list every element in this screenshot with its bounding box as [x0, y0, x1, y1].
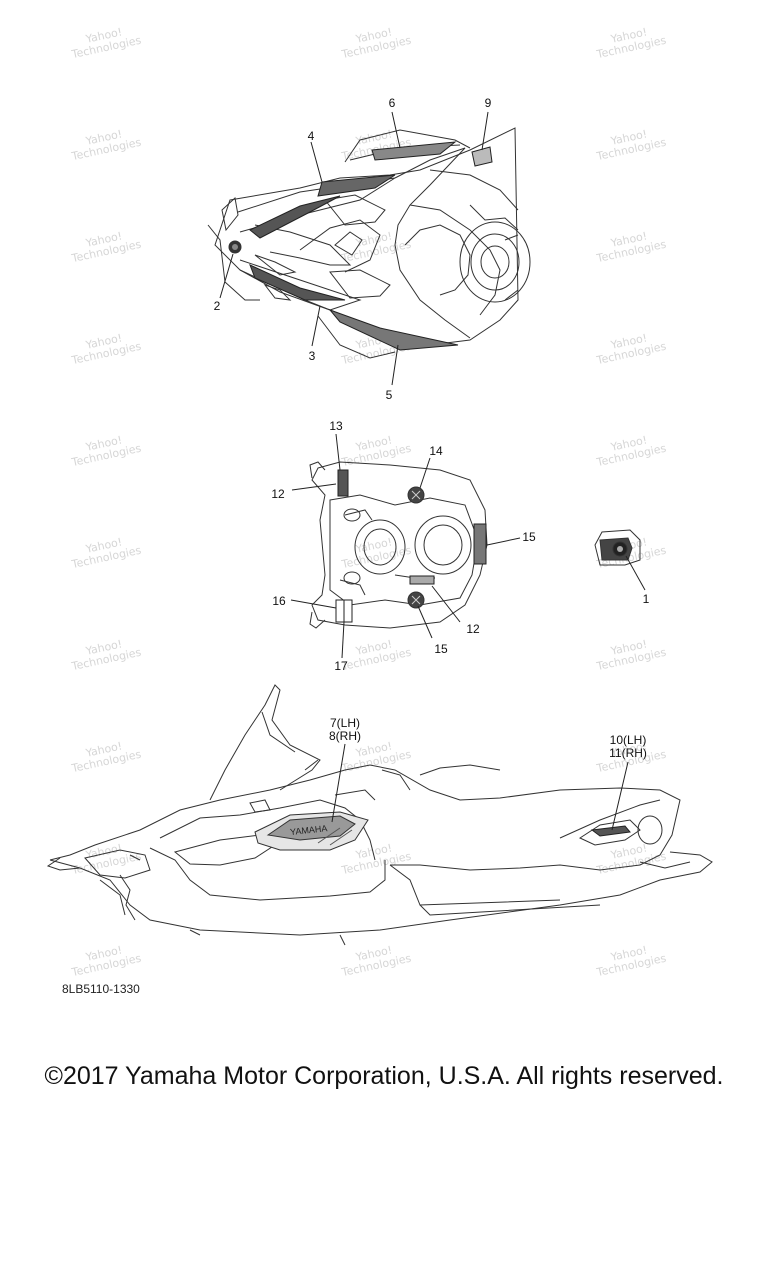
callout-10-lh: 10(LH) — [610, 733, 647, 747]
callout-16: 15 — [522, 530, 536, 544]
callout-15-top: 14 — [429, 444, 443, 458]
decal-parts-diagram: YAMAHA 6 9 4 2 3 5 13 14 — [46, 96, 713, 946]
hood-top-view — [207, 127, 531, 359]
callout-9: 9 — [485, 96, 492, 110]
part-code: 8LB5110-1330 — [62, 982, 140, 996]
copyright-notice: ©2017 Yamaha Motor Corporation, U.S.A. A… — [44, 1062, 724, 1090]
callout-13: 12 — [271, 487, 285, 501]
callout-5: 5 — [386, 388, 393, 402]
callout-7-lh: 7(LH) — [330, 716, 360, 730]
callout-1: 1 — [643, 592, 650, 606]
callout-11-rh: 11(RH) — [609, 746, 647, 760]
callout-14: 13 — [329, 419, 343, 433]
side-view-leader-lines — [331, 743, 629, 831]
callout-6: 6 — [389, 96, 396, 110]
hood-leader-lines — [219, 111, 489, 386]
callout-2: 2 — [214, 299, 221, 313]
snowmobile-side-view: YAMAHA — [46, 684, 713, 946]
small-decal-part — [594, 529, 646, 591]
hood-logo-text: YAMAHA — [290, 823, 328, 837]
callout-labels: 6 9 4 2 3 5 13 14 12 15 1 16 12 15 17 7(… — [214, 96, 650, 760]
callout-8-rh: 8(RH) — [329, 729, 361, 743]
callout-15-bottom: 15 — [434, 642, 448, 656]
callout-3: 3 — [309, 349, 316, 363]
callout-18: 17 — [334, 659, 348, 673]
seat-base-leader-lines — [290, 433, 521, 659]
callout-12: 12 — [466, 622, 480, 636]
seat-base-top-view — [309, 461, 488, 629]
callout-17: 16 — [272, 594, 286, 608]
callout-4: 4 — [308, 129, 315, 143]
